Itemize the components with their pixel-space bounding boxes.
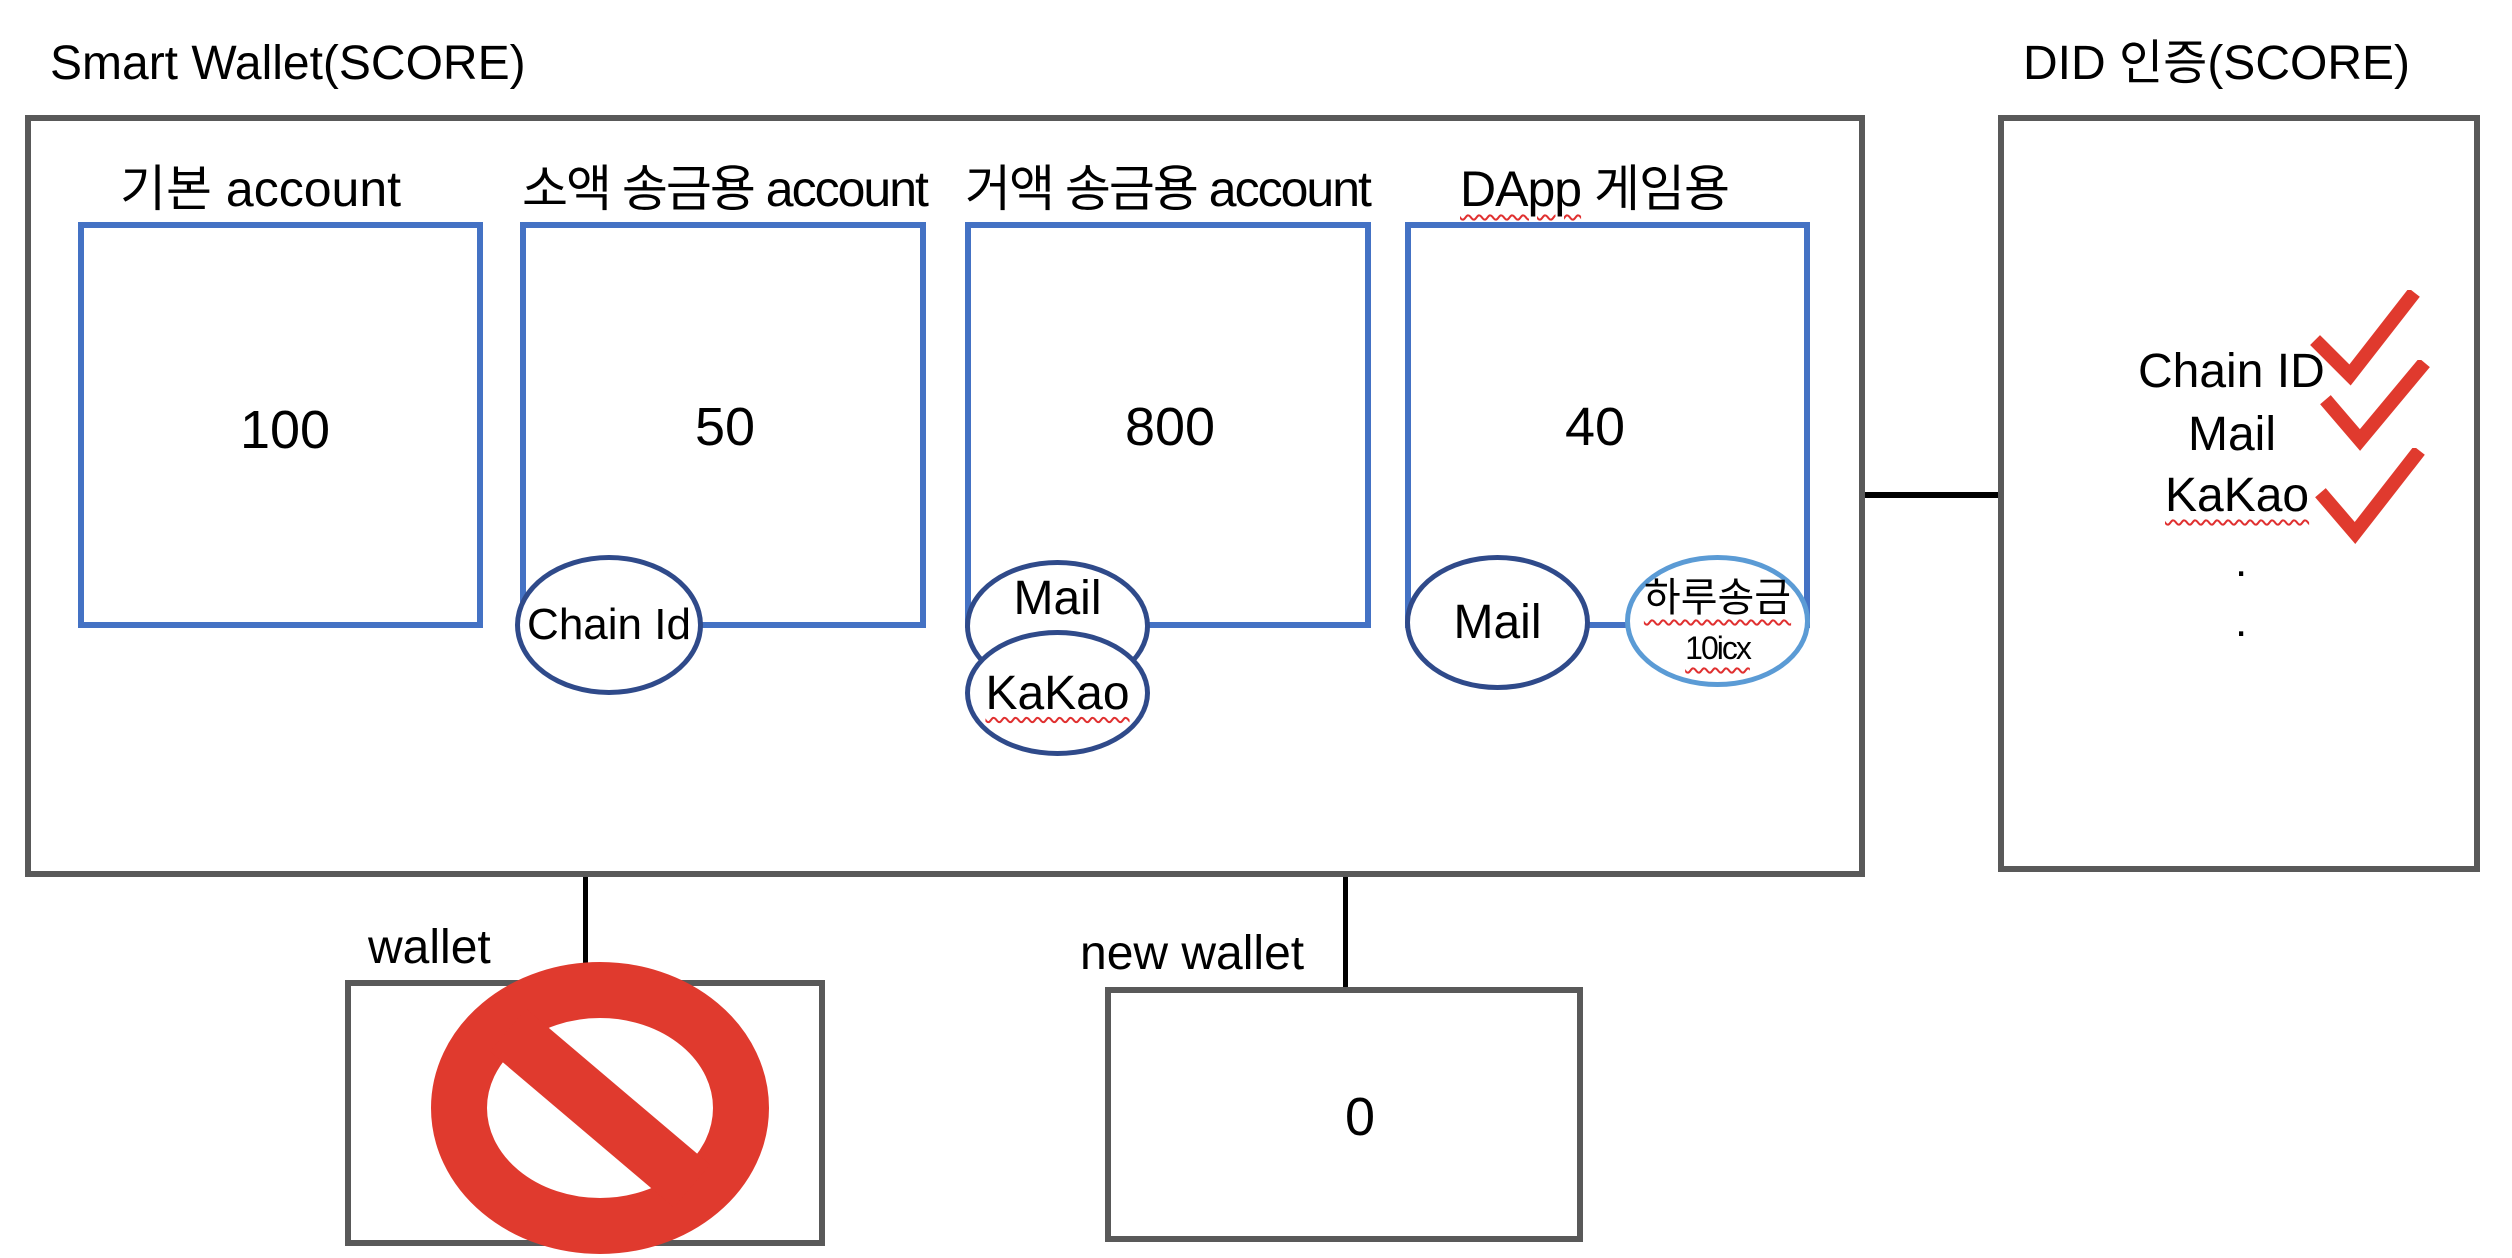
badge-kakao: KaKao bbox=[965, 630, 1150, 756]
did-item-chain-id: Chain ID bbox=[2138, 345, 2325, 398]
check-icon-mail bbox=[2320, 360, 2430, 451]
badge-mail-dapp: Mail bbox=[1405, 555, 1590, 690]
new-wallet-box bbox=[1105, 987, 1583, 1242]
old-wallet-label: wallet bbox=[368, 921, 491, 974]
account-label-large-transfer: 거액 송금용 account bbox=[965, 161, 1372, 217]
account-balance-small-transfer: 50 bbox=[694, 397, 756, 457]
did-container bbox=[1998, 115, 2480, 872]
account-box-small-transfer bbox=[520, 222, 926, 628]
smart-wallet-container bbox=[25, 115, 1865, 877]
badge-daily-limit-line2: 10icx bbox=[1685, 630, 1752, 666]
prohibited-icon bbox=[431, 962, 769, 1254]
account-box-dapp-game bbox=[1405, 222, 1810, 628]
connector-old-wallet bbox=[583, 877, 588, 965]
account-box-large-transfer bbox=[965, 222, 1371, 628]
account-box-basic bbox=[78, 222, 483, 628]
did-item-mail: Mail bbox=[2188, 408, 2277, 461]
account-balance-large-transfer: 800 bbox=[1124, 397, 1216, 457]
smart-wallet-title: Smart Wallet(SCORE) bbox=[50, 37, 526, 90]
badge-kakao-text: KaKao bbox=[985, 666, 1130, 720]
connector-new-wallet bbox=[1343, 877, 1348, 987]
badge-chain-id: Chain Id bbox=[515, 555, 703, 695]
check-icon-chain-id bbox=[2310, 290, 2420, 386]
account-label-dapp-suffix: 게임용 bbox=[1581, 161, 1730, 217]
badge-chain-id-text: Chain Id bbox=[527, 600, 691, 649]
connector-did bbox=[1865, 492, 2000, 498]
account-label-basic: 기본 account bbox=[120, 161, 402, 217]
check-icon-kakao bbox=[2315, 448, 2425, 545]
new-wallet-label: new wallet bbox=[1080, 927, 1305, 980]
account-label-dapp-prefix: DApp bbox=[1460, 161, 1582, 217]
new-wallet-balance: 0 bbox=[1344, 1087, 1376, 1147]
account-balance-basic: 100 bbox=[239, 400, 331, 460]
account-balance-dapp-game: 40 bbox=[1564, 397, 1626, 457]
did-item-ellipsis-1: . bbox=[2235, 537, 2248, 586]
badge-daily-limit: 하루송금 10icx bbox=[1625, 555, 1810, 687]
account-label-small-transfer: 소액 송금용 account bbox=[522, 161, 929, 217]
badge-daily-limit-line1: 하루송금 bbox=[1643, 576, 1792, 620]
account-label-dapp-game: DApp 게임용 bbox=[1460, 161, 1730, 217]
did-item-kakao: KaKao bbox=[2165, 469, 2310, 522]
did-item-ellipsis-2: . bbox=[2235, 597, 2248, 646]
badge-mail-large-text: Mail bbox=[1013, 572, 1102, 625]
did-title: DID 인증(SCORE) bbox=[2023, 37, 2410, 90]
badge-mail-dapp-text: Mail bbox=[1453, 596, 1542, 649]
